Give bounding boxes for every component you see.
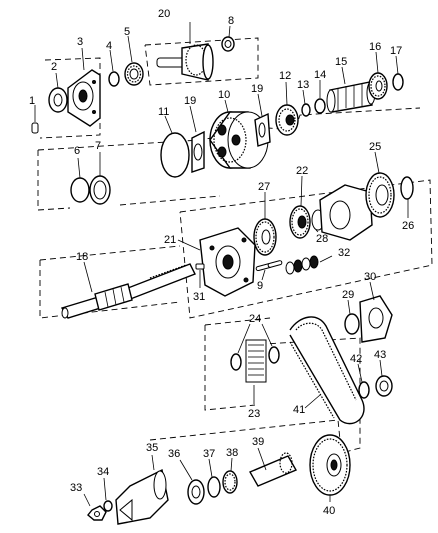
- callout-40: 40: [323, 505, 335, 517]
- callout-22: 22: [296, 165, 308, 177]
- part-16-gear: [368, 51, 388, 100]
- callout-27: 27: [258, 181, 270, 193]
- callout-31: 31: [193, 291, 205, 303]
- callout-3: 3: [77, 36, 83, 48]
- part-13-snap-ring: [301, 89, 311, 117]
- part-1-pin: [31, 105, 39, 134]
- callout-34: 34: [97, 466, 109, 478]
- part-25-case-half-rear: [319, 151, 395, 241]
- callout-17: 17: [390, 45, 402, 57]
- callout-26: 26: [402, 220, 414, 232]
- part-37-snap-ring: [207, 458, 221, 498]
- part-29-snap-ring: [344, 299, 360, 335]
- part-43-bearing: [375, 359, 393, 397]
- part-17-snap-ring: [392, 55, 404, 91]
- part-18-mainshaft: [60, 261, 196, 319]
- callout-39: 39: [252, 436, 264, 448]
- callout-6: 6: [74, 145, 80, 157]
- part-30-housing: [359, 281, 393, 343]
- callout-5: 5: [124, 26, 130, 38]
- part-33-nut: [83, 493, 107, 521]
- part-31-bolt: [195, 263, 205, 288]
- callout-7: 7: [95, 140, 101, 152]
- callout-8: 8: [228, 15, 234, 27]
- part-34-washer: [103, 477, 113, 512]
- part-24-rings: [230, 323, 280, 371]
- callout-28: 28: [316, 233, 328, 245]
- part-11-snap-ring: [160, 115, 190, 178]
- callout-4: 4: [106, 40, 112, 52]
- part-12-sun-gear: [275, 81, 299, 136]
- callout-19-left: 19: [184, 95, 196, 107]
- callout-labels: 1 2 3 4 5 20 8 6 7 11 19 10 19 12 13 14 …: [29, 8, 414, 517]
- callout-9: 9: [257, 280, 263, 292]
- part-27-gear: [253, 192, 277, 256]
- callout-30: 30: [364, 271, 376, 283]
- callout-24: 24: [249, 313, 261, 325]
- callout-32: 32: [338, 247, 350, 259]
- callout-2: 2: [51, 61, 57, 73]
- callout-37: 37: [203, 448, 215, 460]
- callout-20: 20: [158, 8, 170, 20]
- callout-33: 33: [70, 482, 82, 494]
- callout-14: 14: [314, 69, 326, 81]
- callout-25: 25: [369, 141, 381, 153]
- part-38-bearing: [222, 457, 238, 494]
- part-39-output-shaft: [249, 447, 297, 487]
- part-42-snap-ring: [357, 363, 370, 399]
- part-6-snap-ring: [70, 157, 90, 203]
- part-7-thrust-washer: [89, 152, 111, 205]
- callout-41: 41: [293, 404, 305, 416]
- part-10-planetary-assembly: [209, 99, 269, 169]
- callout-16: 16: [369, 41, 381, 53]
- part-36-seal: [179, 459, 205, 505]
- callout-10: 10: [218, 89, 230, 101]
- callout-18: 18: [76, 251, 88, 263]
- part-20-input-shaft: [156, 22, 214, 81]
- part-19-thrust-plate-left: [189, 105, 205, 173]
- part-21-case-half: [177, 227, 256, 297]
- part-3-retainer: [67, 47, 101, 127]
- callout-29: 29: [342, 289, 354, 301]
- callout-42: 42: [350, 353, 362, 365]
- part-40-sprocket: [309, 434, 351, 502]
- callout-38: 38: [226, 447, 238, 459]
- part-14-washer: [314, 80, 326, 114]
- part-9-pins: [255, 260, 283, 281]
- callout-11: 11: [158, 106, 169, 118]
- part-32-roller-set: [285, 255, 333, 275]
- part-4-snap-ring: [108, 49, 120, 87]
- part-23-clutch-pack: [245, 339, 267, 404]
- callout-21: 21: [164, 234, 176, 246]
- part-35-yoke: [115, 454, 169, 525]
- callout-19-right: 19: [251, 83, 263, 95]
- part-22-gear: [289, 175, 311, 239]
- part-8-pilot-bearing: [221, 25, 235, 52]
- part-19-thrust-plate-right: [254, 93, 271, 147]
- part-26-snap-ring: [400, 176, 414, 218]
- callout-13: 13: [297, 79, 309, 91]
- callout-15: 15: [335, 56, 347, 68]
- callout-43: 43: [374, 349, 386, 361]
- callout-36: 36: [168, 448, 180, 460]
- part-15-spline-sleeve: [326, 66, 376, 113]
- callout-35: 35: [146, 442, 158, 454]
- callout-23: 23: [248, 408, 260, 420]
- callout-1: 1: [29, 95, 35, 107]
- part-41-drive-chain: [289, 316, 365, 425]
- callout-12: 12: [279, 70, 291, 82]
- part-5-bearing: [124, 35, 144, 86]
- part-2-seal: [48, 72, 68, 113]
